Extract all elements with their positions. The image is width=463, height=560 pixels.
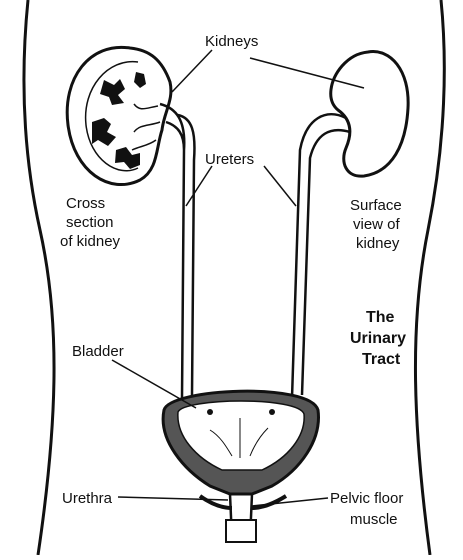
label-urethra: Urethra bbox=[62, 490, 113, 507]
label-cross-section-line-2: section bbox=[66, 214, 114, 231]
title-line-3: Tract bbox=[362, 351, 401, 368]
label-pelvic-floor-line-2: muscle bbox=[350, 511, 398, 528]
label-surface-view-line-1: Surface bbox=[350, 197, 402, 214]
pelvic-floor-muscle bbox=[200, 496, 286, 508]
left-ureter bbox=[160, 104, 194, 398]
label-surface-view-line-3: kidney bbox=[356, 235, 400, 252]
right-ureter bbox=[292, 114, 350, 398]
body-outline-right bbox=[415, 0, 444, 555]
title-line-2: Urinary bbox=[350, 330, 406, 347]
label-bladder: Bladder bbox=[72, 343, 124, 360]
label-surface-view-line-2: view of bbox=[353, 216, 401, 233]
label-cross-section-line-3: of kidney bbox=[60, 233, 121, 250]
left-kidney-cross-section bbox=[67, 47, 171, 184]
bladder bbox=[163, 391, 318, 494]
right-kidney-surface-view bbox=[331, 52, 408, 177]
label-pelvic-floor-line-1: Pelvic floor bbox=[330, 490, 403, 507]
label-kidneys: Kidneys bbox=[205, 33, 258, 50]
urethra-opening bbox=[226, 520, 256, 542]
label-cross-section-line-1: Cross bbox=[66, 195, 105, 212]
title-line-1: The bbox=[366, 309, 395, 326]
label-ureters: Ureters bbox=[205, 151, 254, 168]
body-outline-left bbox=[24, 0, 54, 555]
